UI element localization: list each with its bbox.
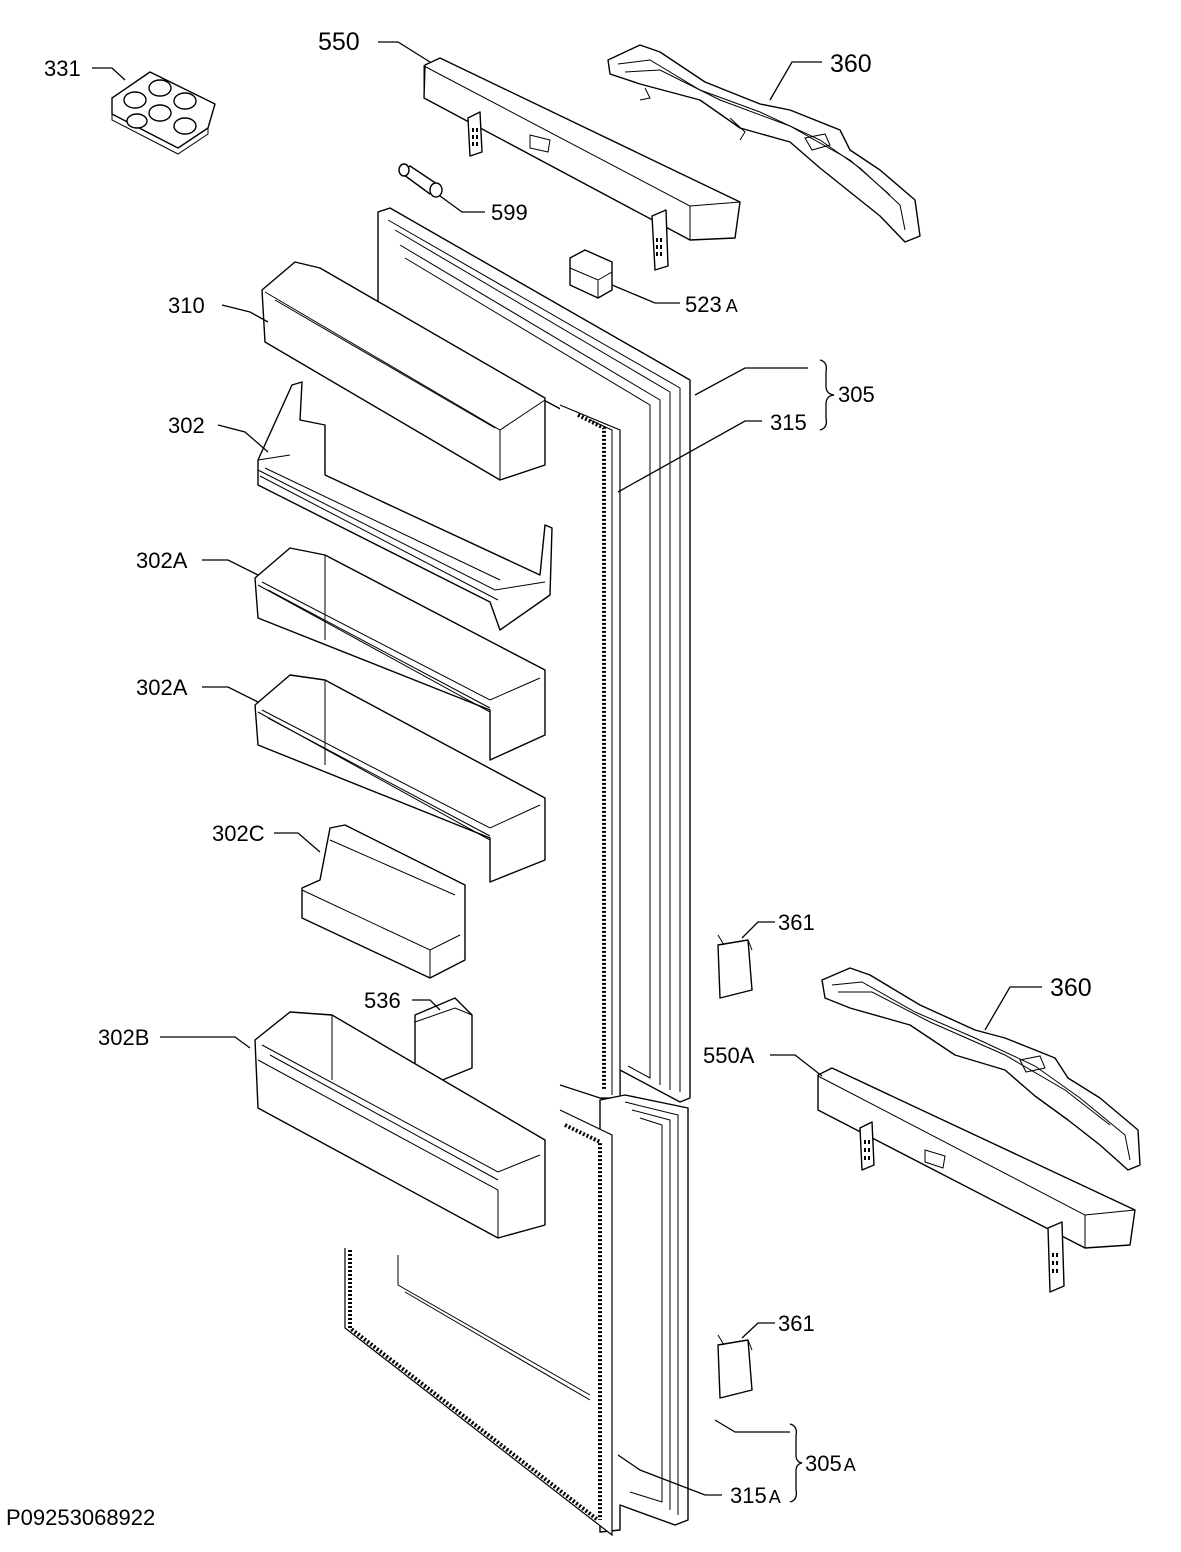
callout-361-top: 361 (778, 910, 815, 935)
reference-code: P09253068922 (6, 1505, 155, 1530)
callout-302: 302 (168, 413, 205, 438)
callout-305: 305 (838, 382, 875, 407)
callout-599: 599 (491, 200, 528, 225)
callout-302b: 302B (98, 1025, 149, 1050)
part-523a-block (569, 249, 613, 299)
callout-331: 331 (44, 56, 81, 81)
part-550a-bottom-hinge-cover (817, 1067, 1136, 1293)
part-302a-door-shelf-2 (254, 674, 546, 883)
part-302b-bottle-shelf (254, 1011, 546, 1239)
callout-550: 550 (318, 28, 360, 56)
part-302a-door-shelf-1 (254, 547, 546, 761)
part-331-egg-tray (111, 71, 216, 155)
part-361-clip-top (717, 934, 753, 999)
part-302c-small-tray (301, 824, 466, 979)
leader-lines (92, 41, 1042, 1503)
callout-361-bottom: 361 (778, 1311, 815, 1336)
callout-550a: 550A (703, 1043, 755, 1068)
part-360-bottom-hinge (821, 967, 1141, 1171)
part-360-top-hinge (607, 44, 921, 243)
part-361-clip-bottom (717, 1334, 753, 1399)
callout-302a-2: 302A (136, 675, 188, 700)
part-550-top-hinge-cover (423, 57, 741, 271)
callout-302c: 302C (212, 821, 265, 846)
part-599-pin (398, 163, 443, 198)
part-305a-lower-door (599, 1094, 689, 1533)
part-310-dairy-compartment (261, 261, 546, 481)
part-315-upper-gasket (559, 404, 621, 1099)
callout-315: 315 (770, 410, 807, 435)
callout-360-top: 360 (830, 50, 872, 78)
callout-360-bottom: 360 (1050, 974, 1092, 1002)
callout-536: 536 (364, 988, 401, 1013)
callout-302a-1: 302A (136, 548, 188, 573)
part-302-door-shelf (257, 381, 553, 631)
callout-310: 310 (168, 293, 205, 318)
